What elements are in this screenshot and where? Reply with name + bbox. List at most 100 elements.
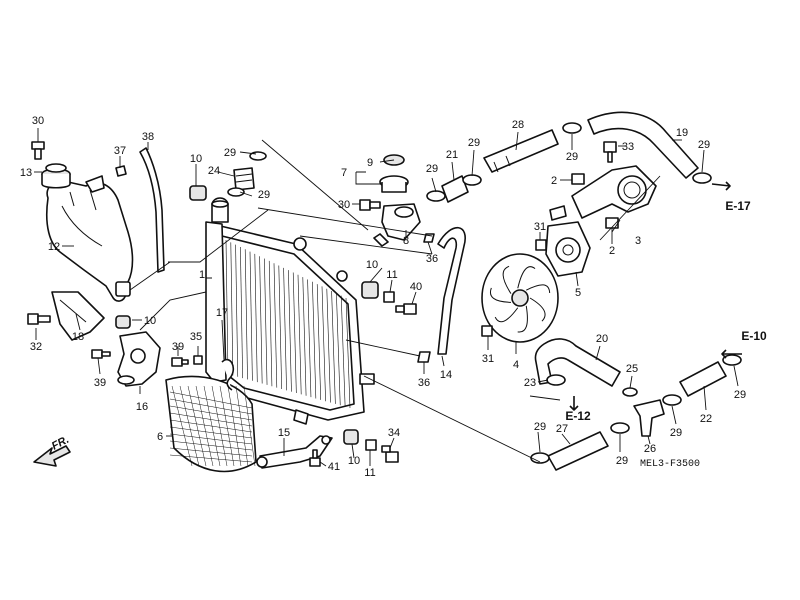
callout-38: 38 bbox=[142, 131, 154, 143]
callout-10c: 10 bbox=[348, 455, 360, 467]
callout-2b: 2 bbox=[609, 245, 615, 257]
callout-13: 13 bbox=[20, 167, 32, 179]
thermostat-housing-8 bbox=[373, 203, 421, 247]
callout-25: 25 bbox=[626, 363, 638, 375]
ref-e17: E-17 bbox=[725, 199, 751, 213]
callout-5: 5 bbox=[575, 287, 581, 299]
callout-22: 22 bbox=[700, 413, 712, 425]
callout-29d: 29 bbox=[468, 137, 480, 149]
callout-39b: 39 bbox=[172, 341, 184, 353]
callout-24: 24 bbox=[208, 165, 220, 177]
grommet-10-lower bbox=[343, 429, 359, 445]
joint-26 bbox=[633, 399, 665, 437]
clamp-29-g bbox=[610, 422, 630, 434]
grommet-10-upper bbox=[189, 185, 207, 201]
pipe-3 bbox=[571, 165, 657, 219]
callout-30b: 30 bbox=[338, 199, 350, 211]
clamp-29-upper-b bbox=[227, 187, 245, 197]
callout-29h: 29 bbox=[734, 389, 746, 401]
clip-36-lower bbox=[417, 351, 431, 363]
grommet-10-center bbox=[361, 281, 379, 299]
radiator-core bbox=[205, 197, 375, 425]
callout-29e: 29 bbox=[566, 151, 578, 163]
front-arrow bbox=[33, 445, 71, 467]
grille-mesh bbox=[169, 385, 256, 467]
callout-11a: 11 bbox=[364, 467, 375, 479]
callout-34: 34 bbox=[388, 427, 400, 439]
clamp-29-e bbox=[662, 394, 682, 406]
callout-7: 7 bbox=[341, 167, 347, 179]
bolt-32 bbox=[27, 313, 51, 325]
arrow-e12 bbox=[569, 396, 579, 411]
callout-8: 8 bbox=[403, 235, 409, 247]
callout-4: 4 bbox=[513, 359, 519, 371]
callout-30a: 30 bbox=[32, 115, 44, 127]
hose-24 bbox=[233, 167, 255, 191]
hose-19 bbox=[587, 111, 699, 179]
ref-e10: E-10 bbox=[741, 329, 767, 343]
nut-31-lower bbox=[481, 325, 493, 337]
clamp-29-f bbox=[722, 354, 742, 366]
bolt-30-center bbox=[359, 199, 381, 211]
callout-16: 16 bbox=[136, 401, 148, 413]
radiator-grille bbox=[165, 375, 257, 473]
overflow-hose-38 bbox=[139, 147, 165, 273]
bolt-34 bbox=[381, 445, 399, 463]
clamp-23 bbox=[546, 374, 566, 386]
tank-upper-bracket bbox=[85, 175, 105, 193]
callout-31a: 31 bbox=[534, 221, 546, 233]
clip-37 bbox=[115, 165, 127, 177]
callout-33: 33 bbox=[622, 141, 634, 153]
callout-35: 35 bbox=[190, 331, 202, 343]
callout-39a: 39 bbox=[94, 377, 106, 389]
callout-2a: 2 bbox=[551, 175, 557, 187]
hose-21 bbox=[441, 175, 469, 203]
bolt-33 bbox=[603, 141, 617, 163]
callout-37: 37 bbox=[114, 145, 126, 157]
arrow-e10 bbox=[721, 349, 742, 359]
callout-10a: 10 bbox=[144, 315, 156, 327]
clamp-29-b bbox=[462, 174, 482, 186]
callout-labels: 30 13 37 38 12 32 18 39 16 10 10 1 29 24… bbox=[20, 115, 746, 479]
lower-bracket-16 bbox=[117, 331, 161, 387]
clamp-25 bbox=[622, 387, 638, 397]
callout-29a: 29 bbox=[224, 147, 236, 159]
callout-29j: 29 bbox=[616, 455, 628, 467]
fan-blades bbox=[490, 265, 551, 333]
callout-36a: 36 bbox=[426, 253, 438, 265]
callout-19: 19 bbox=[676, 127, 688, 139]
leader-lines bbox=[34, 128, 739, 467]
hose-28 bbox=[483, 129, 559, 173]
callout-29g: 29 bbox=[670, 427, 682, 439]
collar-11-center bbox=[383, 291, 395, 303]
callout-11b: 11 bbox=[386, 269, 397, 281]
bolt-40 bbox=[395, 303, 417, 315]
reserve-tank-cap bbox=[41, 163, 71, 189]
callout-26: 26 bbox=[644, 443, 656, 455]
bolt-39-left bbox=[91, 349, 111, 359]
callout-32: 32 bbox=[30, 341, 42, 353]
diagram-code: MEL3-F3500 bbox=[640, 459, 700, 470]
callout-28: 28 bbox=[512, 119, 524, 131]
spring-17 bbox=[221, 358, 235, 391]
clamp-29-c bbox=[562, 122, 582, 134]
reference-labels: E-17 E-10 E-12 bbox=[565, 199, 767, 423]
callout-20: 20 bbox=[596, 333, 608, 345]
fan-motor-5 bbox=[545, 205, 591, 277]
reserve-tank bbox=[45, 180, 134, 302]
callout-17: 17 bbox=[216, 307, 228, 319]
callout-36b: 36 bbox=[418, 377, 430, 389]
collar-11-lower bbox=[365, 439, 377, 451]
hose-14 bbox=[437, 226, 466, 355]
callout-27: 27 bbox=[556, 423, 568, 435]
hose-27 bbox=[547, 431, 609, 471]
callout-10d: 10 bbox=[366, 259, 378, 271]
bolt-39-center bbox=[171, 357, 189, 367]
ref-e12: E-12 bbox=[565, 409, 591, 423]
clamp-29-d bbox=[692, 172, 712, 184]
callout-10b: 10 bbox=[190, 153, 202, 165]
radiator-fins bbox=[225, 239, 351, 409]
cooling-fan-4 bbox=[481, 253, 559, 343]
callout-6: 6 bbox=[157, 431, 163, 443]
